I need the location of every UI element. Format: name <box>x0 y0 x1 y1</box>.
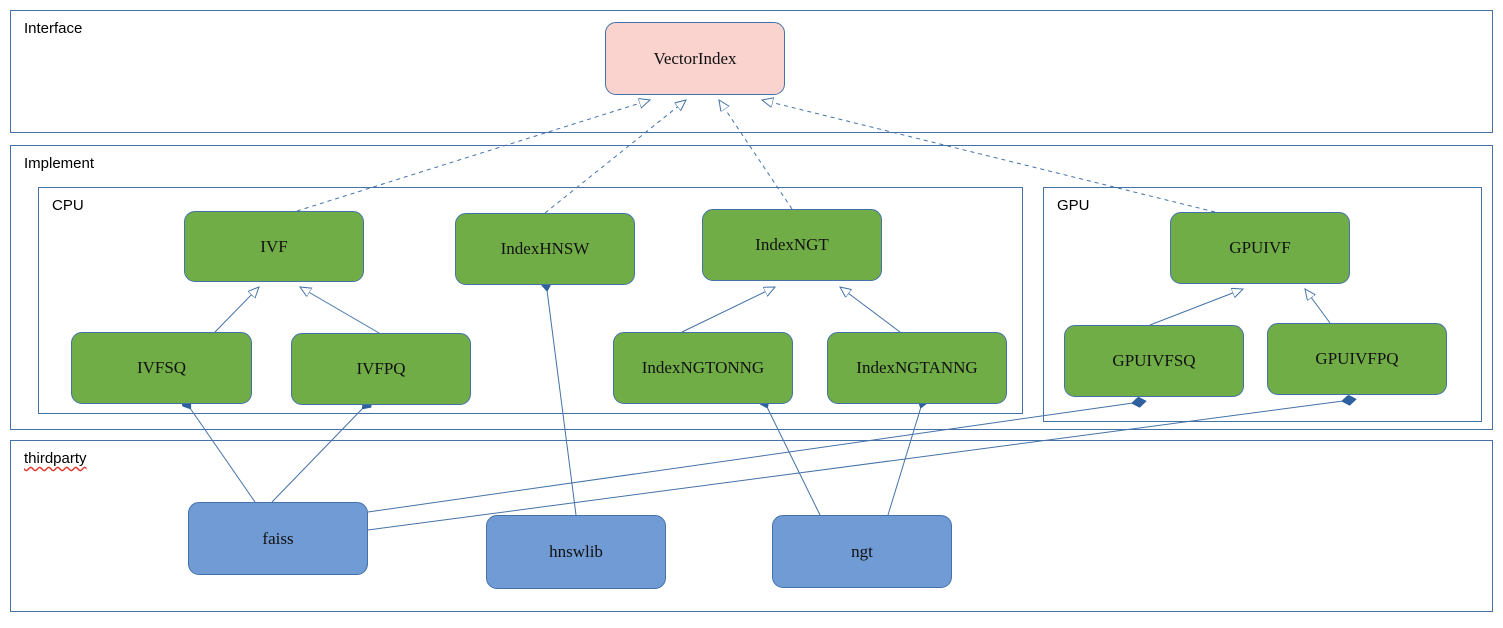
node-ngt[interactable]: ngt <box>772 515 952 588</box>
group-label-interface: Interface <box>24 20 83 37</box>
node-faiss[interactable]: faiss <box>188 502 368 575</box>
node-ivfpq[interactable]: IVFPQ <box>291 333 471 405</box>
group-label-cpu: CPU <box>52 197 84 214</box>
group-label-gpu: GPU <box>1057 197 1090 214</box>
node-ivfsq[interactable]: IVFSQ <box>71 332 252 404</box>
node-gpuivf[interactable]: GPUIVF <box>1170 212 1350 284</box>
node-vectorindex[interactable]: VectorIndex <box>605 22 785 95</box>
node-ivf[interactable]: IVF <box>184 211 364 282</box>
node-indexngt[interactable]: IndexNGT <box>702 209 882 281</box>
group-label-implement: Implement <box>24 155 95 172</box>
node-indexngtonng[interactable]: IndexNGTONNG <box>613 332 793 404</box>
node-gpuivfpq[interactable]: GPUIVFPQ <box>1267 323 1447 395</box>
node-indexhnsw[interactable]: IndexHNSW <box>455 213 635 285</box>
node-indexngtanng[interactable]: IndexNGTANNG <box>827 332 1007 404</box>
group-label-thirdparty: thirdparty <box>24 450 87 467</box>
node-gpuivfsq[interactable]: GPUIVFSQ <box>1064 325 1244 397</box>
node-hnswlib[interactable]: hnswlib <box>486 515 666 589</box>
